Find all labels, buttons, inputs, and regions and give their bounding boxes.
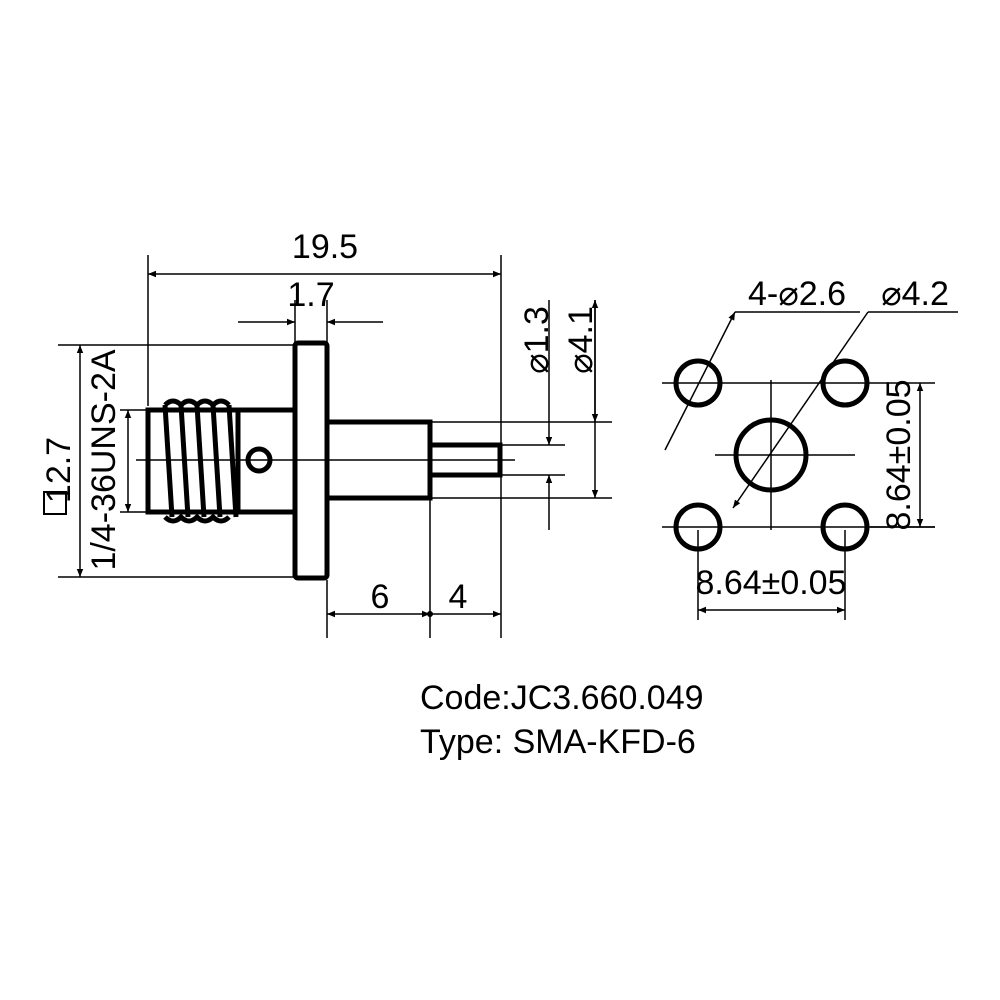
insulator-diameter-label: ⌀4.1 — [562, 306, 600, 374]
vertical-spacing-label: 8.64±0.05 — [880, 379, 918, 530]
horizontal-spacing-label: 8.64±0.05 — [695, 564, 846, 602]
dim-line-junction-dot — [427, 611, 433, 617]
flange-thickness-label: 1.7 — [287, 276, 334, 314]
part-code: Code:JC3.660.049 — [420, 679, 704, 717]
mounting-hole-bottom-left — [673, 502, 723, 552]
mounting-hole-bottom-right — [820, 502, 870, 552]
side-view — [58, 255, 612, 638]
pin-diameter-label: ⌀1.3 — [518, 306, 556, 374]
body-length-label: 6 — [371, 578, 390, 616]
mounting-hole-top-left — [673, 358, 723, 408]
part-type: Type: SMA-KFD-6 — [420, 723, 696, 761]
center-hole-label: ⌀4.2 — [881, 275, 949, 313]
leader-center-hole — [732, 311, 869, 509]
pin-length-label: 4 — [449, 578, 468, 616]
thread-helix — [162, 404, 239, 518]
front-view — [662, 311, 958, 620]
part-info: Code:JC3.660.049 Type: SMA-KFD-6 — [420, 676, 704, 764]
leader-mounting-holes — [664, 311, 736, 451]
mounting-holes-label: 4-⌀2.6 — [748, 275, 846, 313]
square-symbol — [43, 491, 67, 515]
overall-length-label: 19.5 — [292, 228, 358, 266]
flange-square-label: 12.7 — [40, 437, 78, 503]
mounting-hole-top-right — [820, 358, 870, 408]
thread-spec-label: 1/4-36UNS-2A — [85, 349, 123, 570]
center-hole — [733, 417, 809, 493]
